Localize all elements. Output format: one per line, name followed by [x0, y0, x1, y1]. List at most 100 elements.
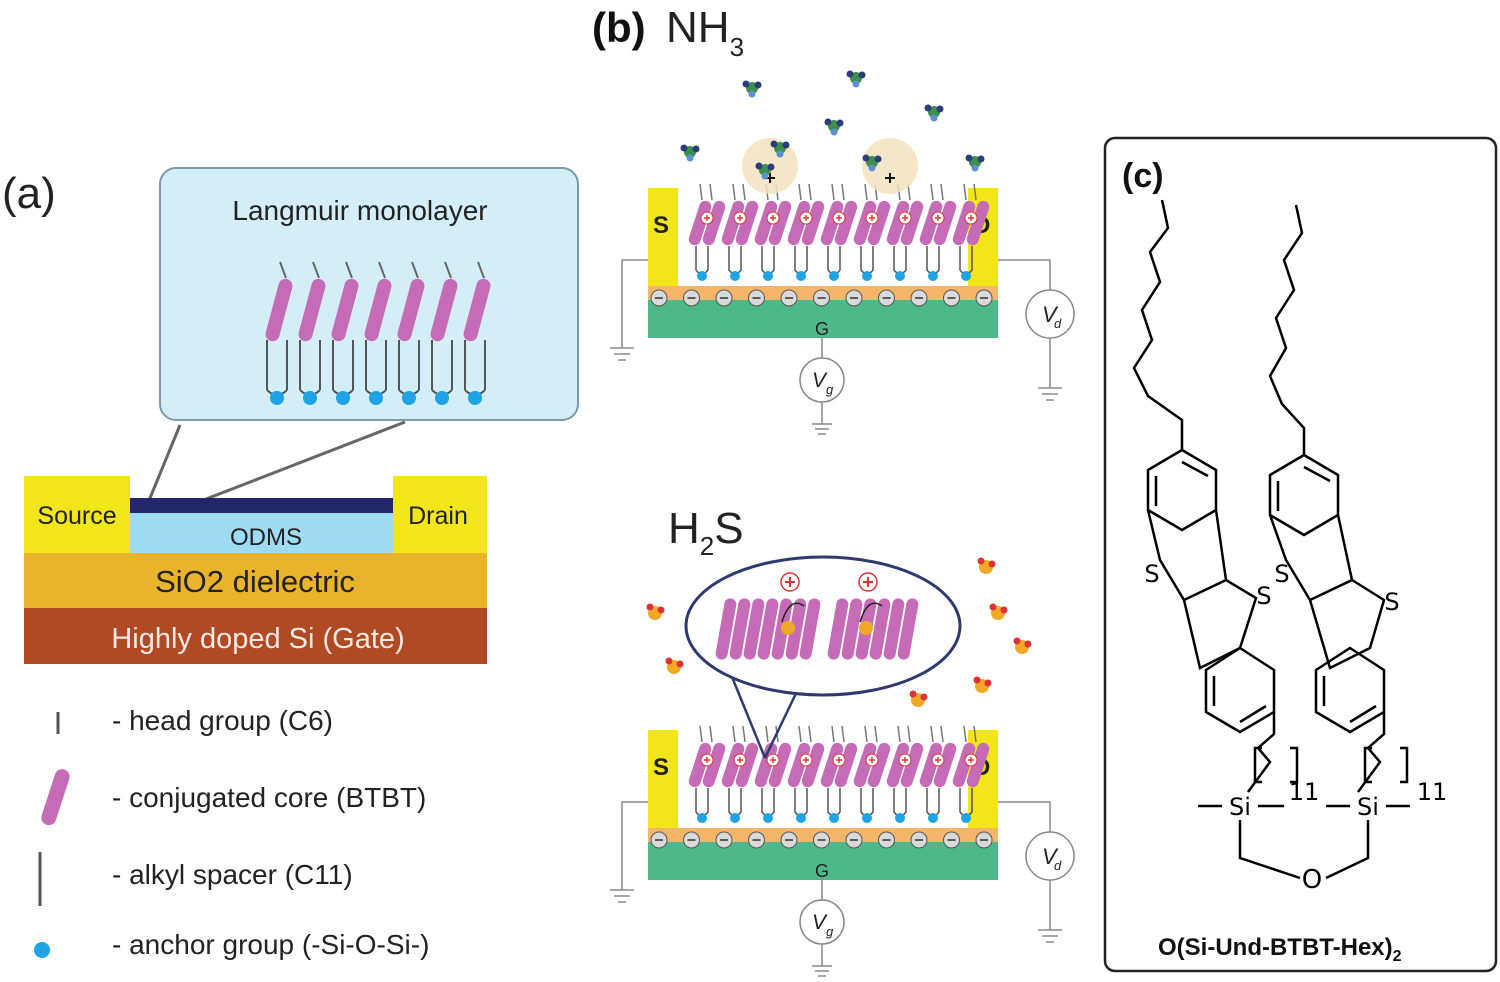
hydrogen-atom	[767, 163, 775, 171]
panel-b: (b) NH3 VdVgGSD VdVgGSD H2S	[592, 3, 1075, 977]
conjugated-core	[768, 742, 792, 788]
alkyl-spacer	[860, 246, 874, 275]
head-group	[864, 183, 868, 201]
conjugated-core	[757, 598, 779, 660]
anchor-group	[796, 813, 806, 823]
vd-sub: d	[1054, 316, 1062, 331]
conjugated-core	[834, 200, 858, 246]
head-group	[973, 725, 977, 743]
benzene-left-bottom	[1204, 646, 1276, 734]
bracket-left	[1253, 746, 1299, 784]
head-group	[930, 183, 934, 201]
conjugated-core	[743, 598, 765, 660]
head-group	[930, 725, 934, 743]
monolayer-film	[130, 498, 393, 513]
legend: - head group (C6) - conjugated core (BTB…	[34, 705, 429, 960]
head-group	[742, 725, 746, 743]
anchor-group	[435, 391, 449, 405]
head-group	[940, 183, 944, 201]
sulfur-label: S	[1274, 560, 1289, 588]
vg-sub: g	[826, 382, 834, 397]
gate-letter: G	[815, 861, 829, 881]
conjugated-core	[397, 278, 425, 342]
hydrogen-atom	[977, 557, 985, 565]
benzene-left-top-inner	[1154, 460, 1209, 506]
anchor-group	[862, 271, 872, 281]
plus-sign	[869, 757, 875, 763]
legend-anchor-group: - anchor group (-Si-O-Si-)	[112, 929, 429, 960]
zoom-ellipse	[684, 555, 962, 697]
callout-line-right	[169, 420, 406, 515]
conjugated-core	[801, 200, 825, 246]
device-nh3: VdVgGSD	[610, 138, 1075, 435]
device-h2s: VdVgGSD	[610, 725, 1075, 977]
alkyl-spacer	[794, 788, 808, 817]
conjugated-core	[841, 598, 863, 660]
h2s-sub: 2	[700, 531, 714, 561]
hydrogen-atom	[1024, 640, 1032, 648]
benzene-left-top	[1146, 448, 1218, 532]
head-group	[378, 261, 386, 279]
drain-wire	[998, 259, 1051, 290]
source-letter: S	[653, 212, 669, 239]
head-group	[742, 183, 746, 201]
head-group	[963, 725, 967, 743]
hydrogen-atom	[988, 560, 996, 568]
hydrogen-atom	[965, 154, 973, 162]
ground-symbol	[812, 423, 832, 435]
plus-sign	[785, 577, 795, 587]
odms-label: ODMS	[230, 524, 302, 551]
anchor-group	[829, 271, 839, 281]
alkyl-spacer	[695, 246, 709, 275]
panel-a-label: (a)	[2, 169, 56, 218]
alkyl-spacer	[893, 788, 907, 817]
head-group	[699, 725, 703, 743]
source-electrode	[648, 730, 678, 828]
source-letter: S	[653, 754, 669, 781]
plus-sign	[935, 215, 941, 221]
panel-a: (a) Langmuir monolayer Highly doped Si (…	[2, 167, 579, 960]
alkyl-spacer	[827, 788, 841, 817]
plus-sign	[704, 215, 710, 221]
plus-sign	[968, 215, 974, 221]
oxygen-label: O	[1302, 865, 1322, 895]
conjugated-core	[933, 742, 957, 788]
conjugated-core	[735, 742, 759, 788]
legend-alkyl-spacer: - alkyl spacer (C11)	[112, 859, 353, 890]
formula-sub: 2	[1393, 948, 1402, 965]
vd-meter	[1025, 831, 1075, 881]
transfer-arrow	[781, 602, 805, 623]
ground-symbol	[610, 889, 634, 903]
anchor-group	[697, 271, 707, 281]
alkyl-spacer	[860, 788, 874, 817]
si-left-bonds	[1198, 804, 1301, 880]
alkyl-spacer	[728, 788, 742, 817]
legend-conjugated-core: - conjugated core (BTBT)	[112, 782, 426, 813]
hydrogen-atom	[989, 603, 997, 611]
conjugated-core	[702, 742, 726, 788]
zoom-line-right	[763, 684, 802, 759]
plus-sign	[869, 215, 875, 221]
alkyl-spacer	[761, 788, 775, 817]
head-group	[831, 725, 835, 743]
vg-meter	[799, 357, 845, 403]
alkyl-spacer	[827, 246, 841, 275]
hexyl-chain-right	[1268, 204, 1306, 455]
ground-symbol	[1038, 387, 1062, 401]
anchor-group	[336, 391, 350, 405]
plus-sign	[836, 757, 842, 763]
anchor-group	[895, 271, 905, 281]
hydrogen-atom	[676, 660, 684, 668]
hydrogen-atom	[680, 144, 688, 152]
bracket-right	[1363, 746, 1409, 784]
hydrogen-atom	[657, 606, 665, 614]
hydrogen-atom	[846, 70, 854, 78]
anchor-group	[270, 391, 284, 405]
anchor-group	[369, 391, 383, 405]
head-group	[940, 725, 944, 743]
head-group	[808, 725, 812, 743]
conjugated-core	[715, 598, 737, 660]
sulfur-label: S	[1384, 588, 1399, 616]
conjugated-core	[265, 278, 293, 342]
